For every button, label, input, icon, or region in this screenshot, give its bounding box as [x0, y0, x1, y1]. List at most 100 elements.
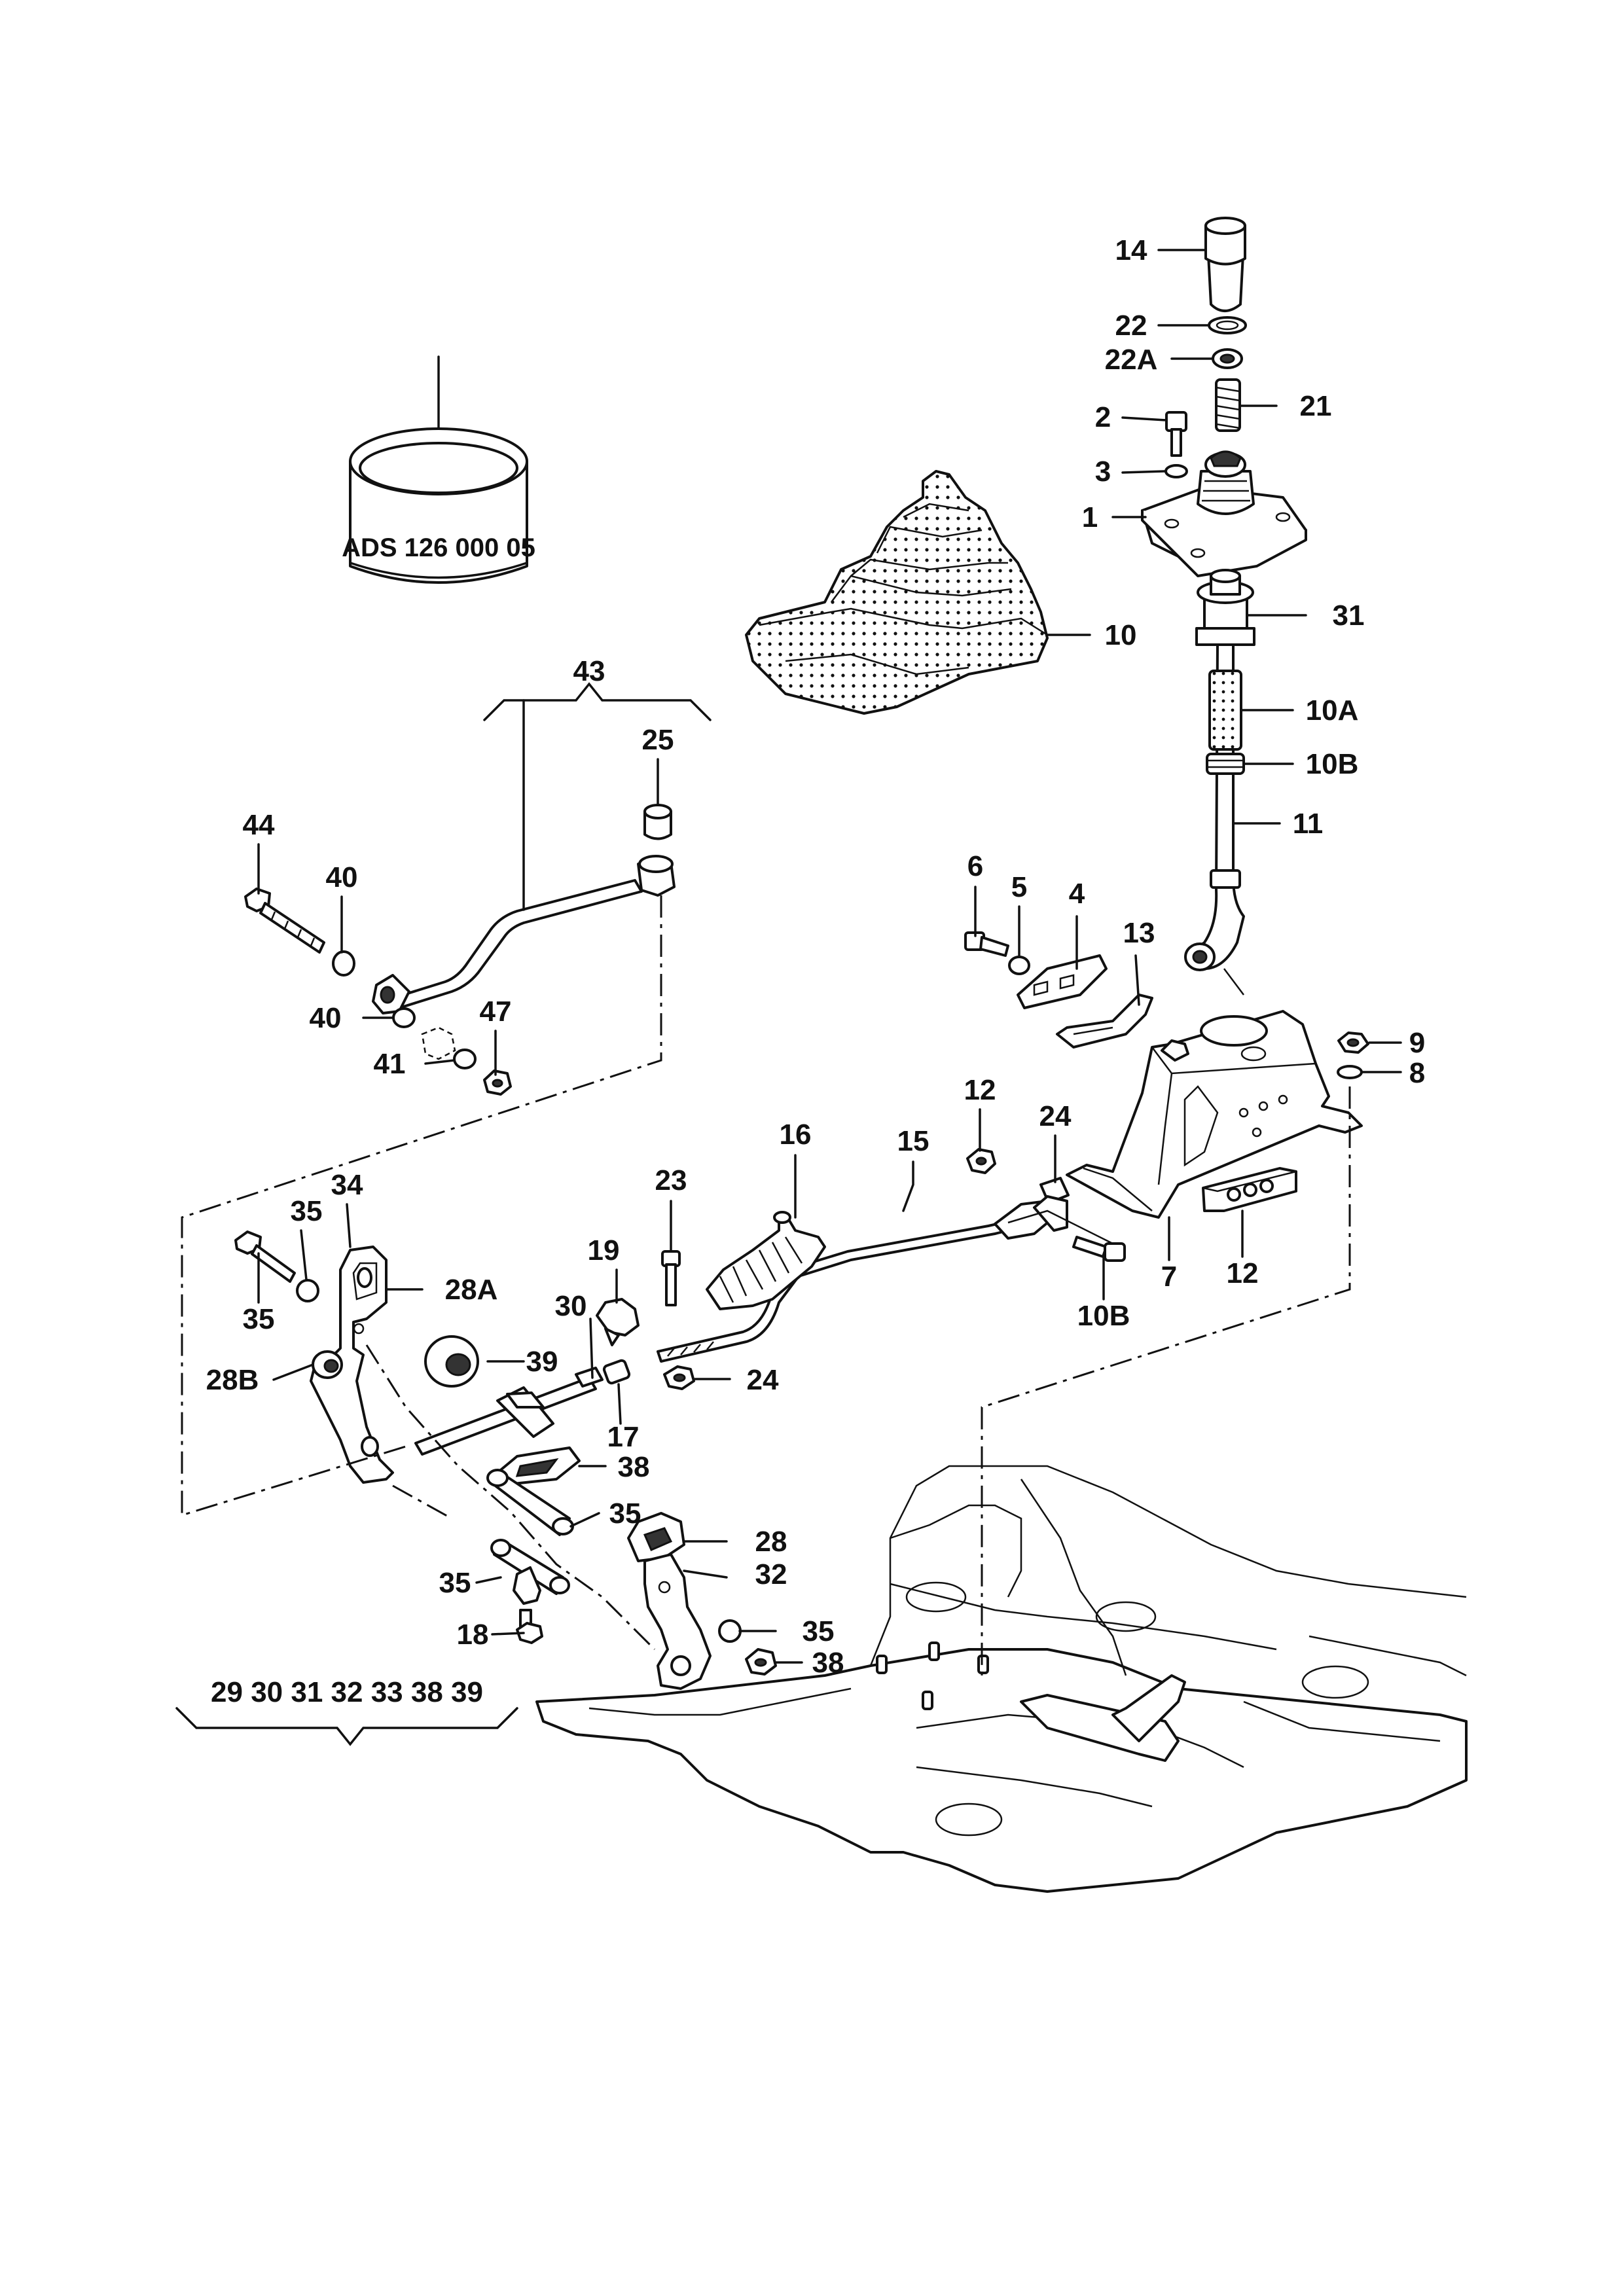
- part-25-nut: [663, 1365, 695, 1390]
- part-27-bushing: [643, 804, 672, 840]
- callout-9: 9: [1409, 1027, 1425, 1059]
- part-5-washer: [1008, 956, 1030, 975]
- callout-18: 16: [780, 1119, 812, 1151]
- part-13-nut: [966, 1148, 996, 1174]
- leader-lines: [257, 249, 1402, 1664]
- part-30-lever: [643, 1553, 712, 1690]
- part-35-sleeve: [486, 1469, 574, 1536]
- part-35-washer-b: [718, 1619, 742, 1643]
- part-40-dashed-bushing: [421, 1026, 456, 1060]
- callout-22a: 22A: [1105, 344, 1158, 376]
- stamp-text: ADS 126 000 05: [342, 533, 535, 562]
- part-17-rod: [657, 1195, 1068, 1363]
- callout-labels: 14 22 22A 21 2 3 1 31 10 10A 10B 11 6 5 …: [206, 234, 1426, 1708]
- callout-8: 8: [1409, 1057, 1425, 1089]
- callout-28: 28: [755, 1526, 787, 1558]
- bracket-41: [483, 682, 712, 911]
- callout-31: 34: [331, 1169, 363, 1201]
- callout-35-top: 35: [291, 1195, 323, 1227]
- callout-43: 47: [480, 996, 512, 1028]
- callout-40-c: 41: [374, 1048, 406, 1080]
- kit-47-contents: 29 30 31 32 33 38 39: [211, 1676, 483, 1708]
- callout-16: 14: [1115, 234, 1147, 266]
- callout-26: 24: [1039, 1100, 1072, 1132]
- part-44-ring: ADS 126 000 05: [342, 427, 535, 584]
- part-34-bolt: [234, 1230, 296, 1283]
- callout-41: 43: [573, 655, 605, 687]
- callout-2: 2: [1095, 401, 1111, 433]
- part-8-washer: [1337, 1065, 1363, 1079]
- part-29a-collar: [1195, 569, 1255, 646]
- part-43-nut: [483, 1069, 512, 1096]
- part-12-bolt: [1072, 1236, 1126, 1262]
- assembly-lines: [181, 895, 1351, 1676]
- callout-42: 44: [243, 809, 275, 841]
- callout-28a: 28A: [445, 1274, 498, 1306]
- callout-35-washer: 35: [803, 1615, 835, 1647]
- callout-3: 3: [1095, 456, 1111, 488]
- part-14-block: [1202, 1167, 1297, 1212]
- callout-34: 35: [243, 1303, 275, 1335]
- callout-22: 22: [1115, 310, 1147, 342]
- part-23-clip: [596, 1298, 640, 1346]
- part-19-bushing: [602, 1359, 631, 1385]
- callout-40-a: 40: [326, 861, 358, 893]
- part-9-nut: [1337, 1031, 1369, 1054]
- floor-pan: [535, 1465, 1468, 1893]
- callout-10a: 10A: [1306, 694, 1359, 726]
- part-2-bolt: [1165, 411, 1187, 457]
- callout-24: 23: [655, 1164, 687, 1196]
- part-16-knob: [1204, 217, 1246, 312]
- callout-1: 1: [1082, 501, 1098, 533]
- part-40-washer-c: [453, 1049, 477, 1069]
- part-4-bracket: [1017, 954, 1108, 1009]
- callout-39: 39: [526, 1346, 558, 1378]
- callout-4: 4: [1069, 878, 1085, 910]
- part-28b-bushing: [312, 1350, 343, 1379]
- part-29-shaft: [414, 1367, 604, 1456]
- callout-20: 18: [457, 1619, 489, 1651]
- callout-14: 12: [1227, 1257, 1259, 1289]
- callout-32: 35: [439, 1567, 471, 1599]
- bracket-47: [175, 1707, 518, 1746]
- part-20-bolt: [516, 1609, 543, 1644]
- part-37-nut: [745, 1648, 777, 1676]
- callout-10: 10: [1105, 619, 1137, 651]
- callout-11: 11: [1293, 808, 1324, 840]
- part-35-washer-a: [296, 1279, 319, 1302]
- part-42-bolt: [244, 888, 325, 954]
- callout-12: 10B: [1077, 1300, 1130, 1332]
- part-18-bellows: [706, 1211, 826, 1310]
- callout-21: 21: [1300, 390, 1332, 422]
- callout-38: 38: [618, 1451, 650, 1483]
- part-21-spring: [1215, 378, 1241, 432]
- callout-23: 19: [588, 1234, 620, 1266]
- callout-29: 30: [555, 1290, 587, 1322]
- part-38-bushing: [496, 1446, 581, 1486]
- part-7-housing: [1066, 1010, 1363, 1219]
- callout-6: 6: [967, 850, 983, 882]
- part-22-circlip: [1208, 316, 1247, 334]
- callout-17: 15: [897, 1125, 929, 1157]
- part-41-rod: [372, 855, 676, 1014]
- part-24-bolt: [661, 1250, 681, 1306]
- callout-5: 5: [1011, 871, 1027, 903]
- callout-29a: 31: [1333, 600, 1365, 632]
- callout-25: 24: [747, 1364, 779, 1396]
- callout-13: 12: [964, 1074, 996, 1106]
- part-15-plate: [1056, 994, 1153, 1049]
- part-40-washer-b: [392, 1007, 416, 1028]
- callout-30: 32: [755, 1558, 787, 1590]
- callout-37: 38: [812, 1647, 844, 1679]
- callout-7: 7: [1161, 1261, 1177, 1293]
- part-40-washer-a: [332, 950, 355, 977]
- part-10a-sleeve: [1208, 670, 1242, 751]
- part-1-lever-housing: [1141, 450, 1307, 577]
- part-32-tee: [490, 1539, 570, 1605]
- part-39-grommet: [424, 1335, 479, 1388]
- part-10b-ring: [1206, 753, 1245, 775]
- callout-19: 17: [607, 1421, 640, 1453]
- part-10-boot: [745, 470, 1049, 715]
- part-3-washer: [1164, 464, 1188, 478]
